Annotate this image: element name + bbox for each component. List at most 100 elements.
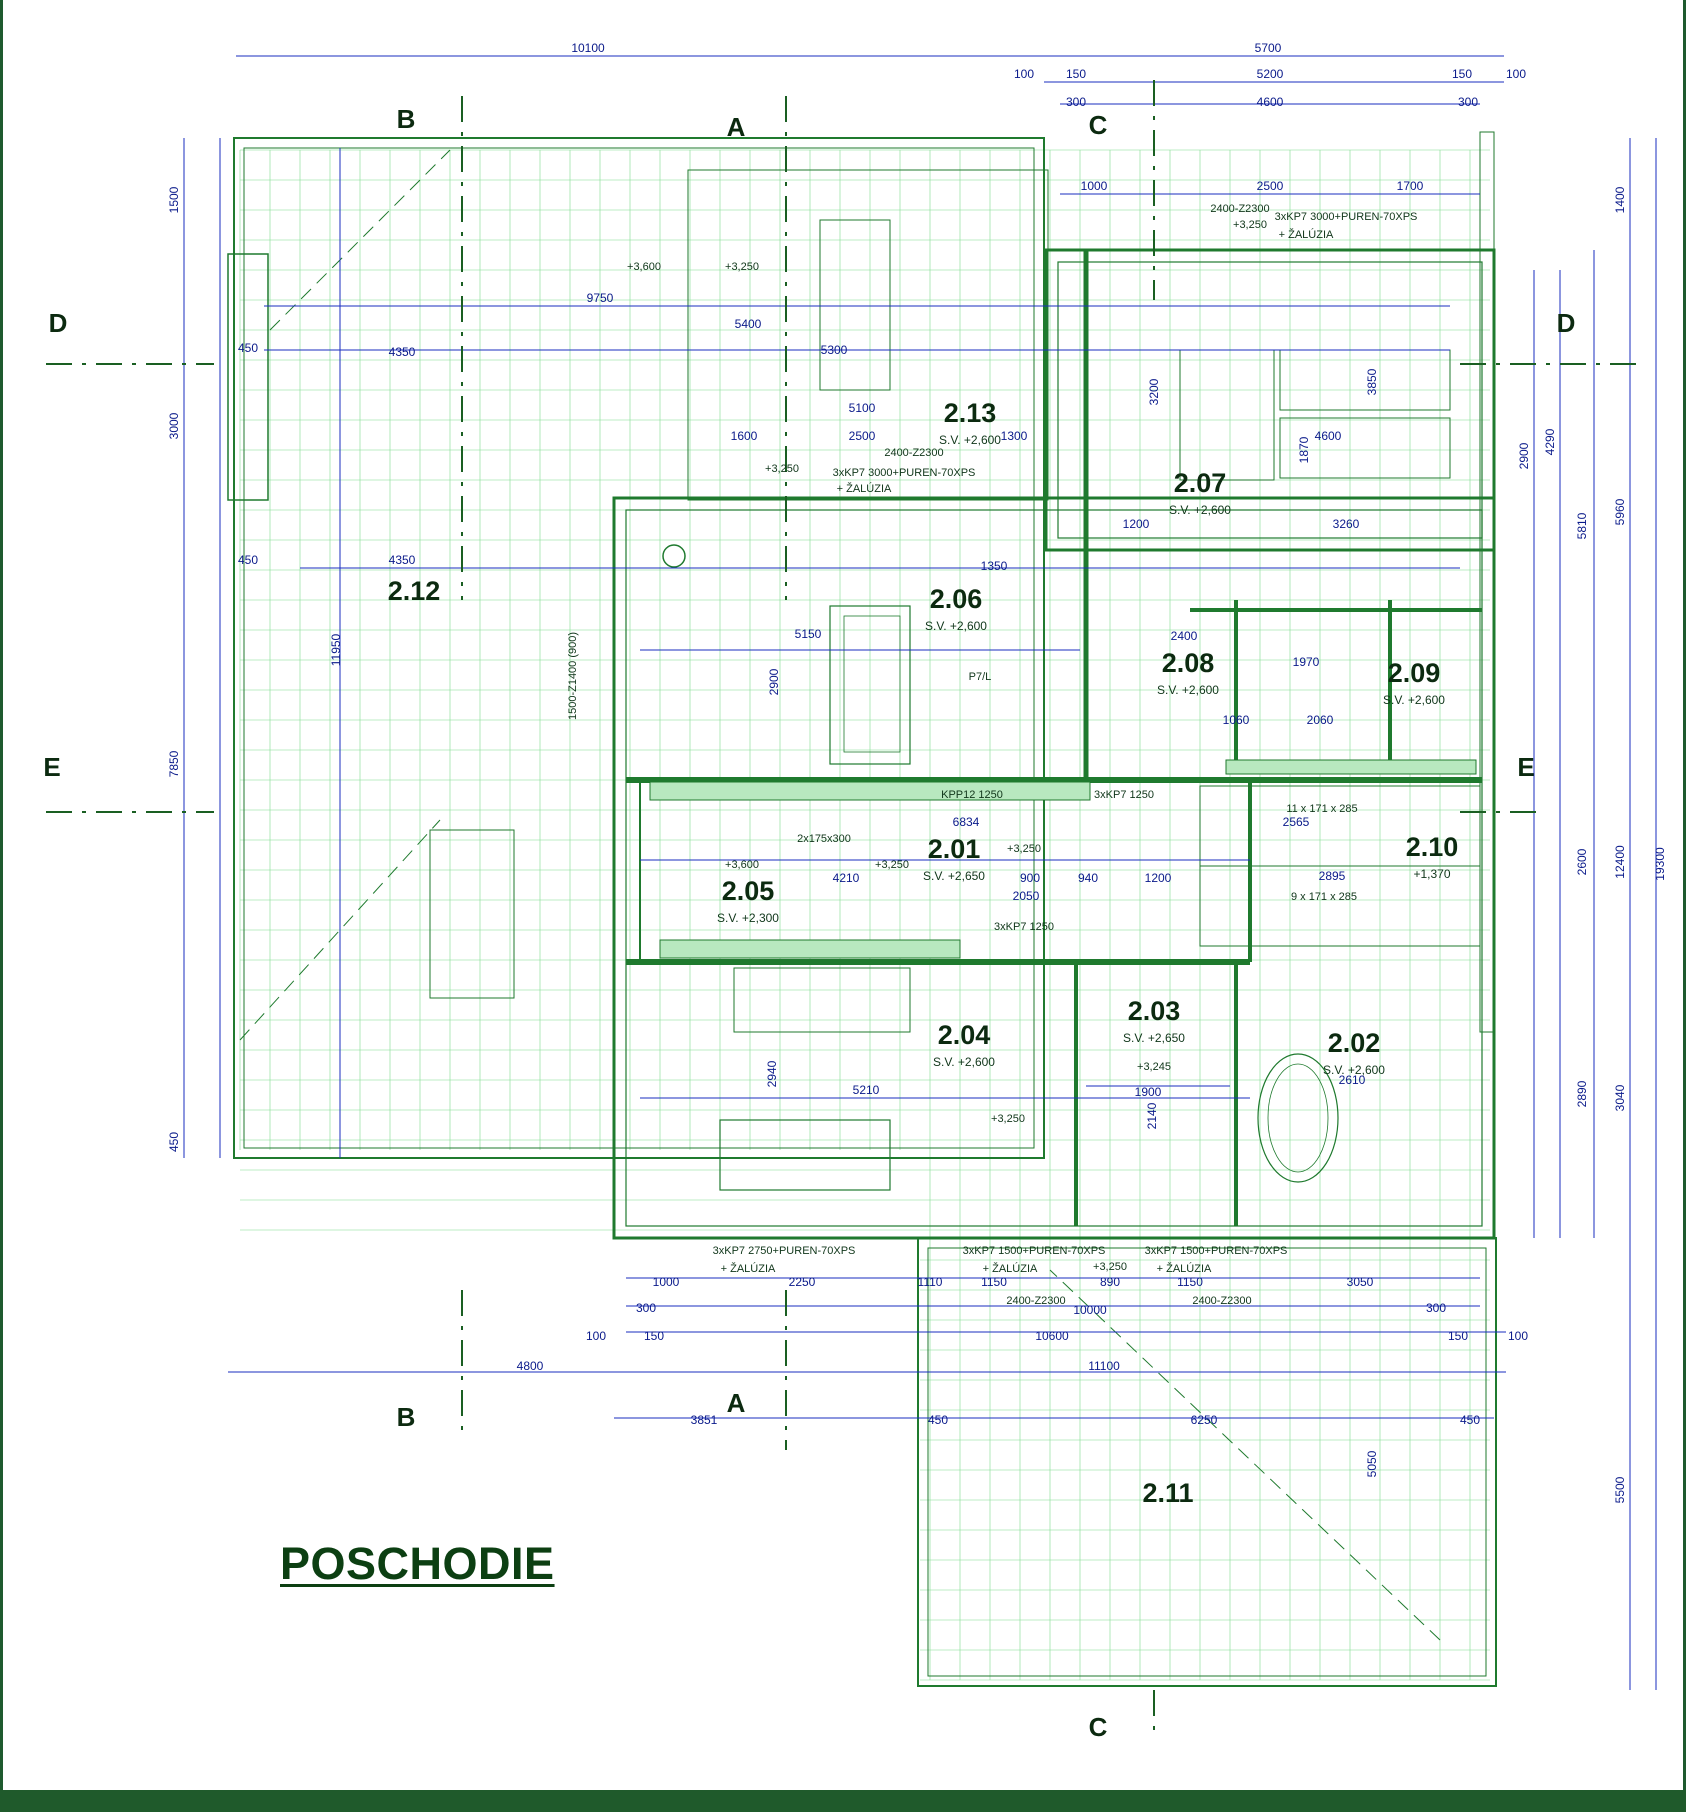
top-dimension-d100b: 100 bbox=[1506, 67, 1526, 81]
interior-dimension-d4600: 4600 bbox=[1315, 429, 1342, 443]
plan-title: POSCHODIE bbox=[280, 1538, 555, 1589]
top-dimension-d300a: 300 bbox=[1066, 95, 1086, 109]
interior-dimension-d1600: 1600 bbox=[731, 429, 758, 443]
interior-dimension-d2050a: 2050 bbox=[1013, 889, 1040, 903]
level-tag-t2: +3,250 bbox=[725, 261, 759, 273]
window-note-n3b: + ŽALÚZIA bbox=[721, 1262, 776, 1275]
room-label-2-01: 2.01 bbox=[928, 834, 981, 864]
bottom-dimension-d450a: 450 bbox=[928, 1413, 948, 1427]
interior-dimension-d1060: 1060 bbox=[1223, 713, 1250, 727]
section-marker-c: C bbox=[1089, 1712, 1108, 1742]
right-dimension-d5960: 5960 bbox=[1613, 498, 1627, 525]
bottom-dimension-d1000: 1000 bbox=[653, 1275, 680, 1289]
left-dimension-d4350a: 4350 bbox=[389, 345, 416, 359]
section-marker-c: C bbox=[1089, 110, 1108, 140]
interior-dimension-d2060: 2060 bbox=[1307, 713, 1334, 727]
section-marker-b: B bbox=[397, 104, 416, 134]
level-tag-t5: +3,600 bbox=[725, 859, 759, 871]
room-label-2-12: 2.12 bbox=[388, 576, 441, 606]
right-dimension-d5810: 5810 bbox=[1575, 512, 1589, 539]
window-note-n4: 3xKP7 1500+PUREN-70XPS bbox=[963, 1245, 1106, 1257]
interior-dimension-d2500: 2500 bbox=[849, 429, 876, 443]
interior-dimension-d940: 940 bbox=[1078, 871, 1098, 885]
interior-dimension-d1300: 1300 bbox=[1001, 429, 1028, 443]
interior-dimension-d5300: 5300 bbox=[821, 343, 848, 357]
interior-dimension-d5400: 5400 bbox=[735, 317, 762, 331]
room-label-2-10: 2.10 bbox=[1406, 832, 1459, 862]
room-elevation-2-09: S.V. +2,600 bbox=[1383, 693, 1445, 707]
room-elevation-2-03: S.V. +2,650 bbox=[1123, 1031, 1185, 1045]
bottom-dimension-d3050: 3050 bbox=[1347, 1275, 1374, 1289]
section-lines bbox=[46, 80, 1640, 1740]
level-tag-t3: +3,250 bbox=[1233, 219, 1267, 231]
bottom-dimension-d10000: 10000 bbox=[1073, 1303, 1107, 1317]
interior-dimension-d1900: 1900 bbox=[1135, 1085, 1162, 1099]
interior-dimension-d2610: 2610 bbox=[1339, 1073, 1366, 1087]
left-dimension-d450b: 450 bbox=[238, 553, 258, 567]
level-tag-t10: +3,250 bbox=[1093, 1261, 1127, 1273]
right-dimension-d3040: 3040 bbox=[1613, 1084, 1627, 1111]
interior-dimension-d1350: 1350 bbox=[981, 559, 1008, 573]
room-elevation-2-02: S.V. +2,600 bbox=[1323, 1063, 1385, 1077]
section-marker-e: E bbox=[43, 752, 60, 782]
interior-dimension-d3200: 3200 bbox=[1147, 378, 1161, 405]
right-dimension-d2600: 2600 bbox=[1575, 848, 1589, 875]
bottom-dimension-d3851: 3851 bbox=[691, 1413, 718, 1427]
right-dimension-d2890: 2890 bbox=[1575, 1080, 1589, 1107]
window-note-n6: 2400-Z2300 bbox=[1210, 203, 1269, 215]
room-elevation-2-04: S.V. +2,600 bbox=[933, 1055, 995, 1069]
left-dimension-d450: 450 bbox=[167, 1132, 181, 1152]
top-dimension-d1700: 1700 bbox=[1397, 179, 1424, 193]
window-note-n5b: + ŽALÚZIA bbox=[1157, 1262, 1212, 1275]
right-dimension-d4290: 4290 bbox=[1543, 428, 1557, 455]
interior-dimension-d2400: 2400 bbox=[1171, 629, 1198, 643]
left-dimension-d11950: 11950 bbox=[329, 633, 343, 666]
top-dimension-d150a: 150 bbox=[1066, 67, 1086, 81]
left-dimension-d4350b: 4350 bbox=[389, 553, 416, 567]
room-label-2-04: 2.04 bbox=[938, 1020, 991, 1050]
room-label-2-02: 2.02 bbox=[1328, 1028, 1381, 1058]
right-dimension-d2900: 2900 bbox=[1517, 442, 1531, 469]
room-label-2-05: 2.05 bbox=[722, 876, 775, 906]
bottom-dimension-d4800: 4800 bbox=[517, 1359, 544, 1373]
walls bbox=[227, 131, 1497, 1687]
room-label-2-09: 2.09 bbox=[1388, 658, 1441, 688]
bottom-dimension-d300a: 300 bbox=[636, 1301, 656, 1315]
bottom-dimension-d11100: 11100 bbox=[1088, 1359, 1120, 1373]
window-note-n2: 3xKP7 3000+PUREN-70XPS bbox=[833, 467, 976, 479]
interior-dimension-d6834: 6834 bbox=[953, 815, 980, 829]
room-label-2-07: 2.07 bbox=[1174, 468, 1227, 498]
stair-note-upper: 11 x 171 x 285 bbox=[1286, 803, 1357, 815]
window-note-n1b: + ŽALÚZIA bbox=[1279, 228, 1334, 241]
interior-dimension-d1970: 1970 bbox=[1293, 655, 1320, 669]
right-dimension-d19300: 19300 bbox=[1653, 847, 1667, 881]
top-dimension-d10100: 10100 bbox=[571, 41, 605, 55]
room-label-2-11: 2.11 bbox=[1142, 1478, 1193, 1508]
interior-dimension-d1200: 1200 bbox=[1145, 871, 1172, 885]
right-dimension-d5050: 5050 bbox=[1365, 1450, 1379, 1477]
top-dimension-d4600: 4600 bbox=[1257, 95, 1284, 109]
window-note-n12: 3xKP7 1250 bbox=[1094, 789, 1154, 801]
bottom-dimension-d450b: 450 bbox=[1460, 1413, 1480, 1427]
level-tag-t4: +3,250 bbox=[765, 463, 799, 475]
interior-dimension-d5210: 5210 bbox=[853, 1083, 880, 1097]
section-marker-e: E bbox=[1517, 752, 1534, 782]
interior-dimension-d2940: 2940 bbox=[765, 1060, 779, 1087]
right-dimension-d5500: 5500 bbox=[1613, 1476, 1627, 1503]
window-note-n14: 2x175x300 bbox=[797, 833, 851, 845]
interior-dimension-d2565: 2565 bbox=[1283, 815, 1310, 829]
top-dimension-d5700: 5700 bbox=[1255, 41, 1282, 55]
right-dimension-d12400: 12400 bbox=[1613, 845, 1627, 879]
room-elevation-2-05: S.V. +2,300 bbox=[717, 911, 779, 925]
room-elevation-2-13: S.V. +2,600 bbox=[939, 433, 1001, 447]
left-dimension-d9750: 9750 bbox=[587, 291, 614, 305]
level-tag-t9: +3,250 bbox=[991, 1113, 1025, 1125]
interior-dimension-d3260: 3260 bbox=[1333, 517, 1360, 531]
interior-dimension-d2895: 2895 bbox=[1319, 869, 1346, 883]
right-dimension-d1400: 1400 bbox=[1613, 186, 1627, 213]
interior-dimension-d5150: 5150 bbox=[795, 627, 822, 641]
interior-dimension-d1200b: 1200 bbox=[1123, 517, 1150, 531]
bottom-dimension-d1150b: 1150 bbox=[1177, 1275, 1203, 1289]
interior-dimension-d2140: 2140 bbox=[1145, 1102, 1159, 1129]
